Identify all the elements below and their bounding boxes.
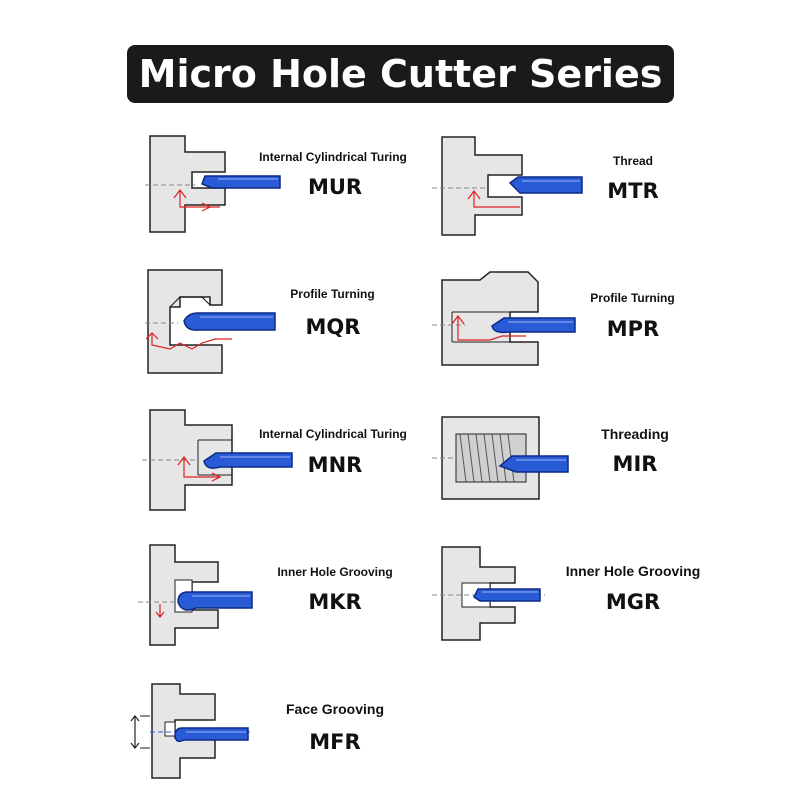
cutter-item-mur: Internal Cylindrical Turing MUR (140, 130, 420, 240)
mnr-diagram (142, 409, 293, 511)
operation-label: Thread (612, 154, 653, 168)
cutter-code: MIR (612, 452, 658, 476)
cutter-item-mpr: Profile Turning MPR (430, 270, 700, 375)
cutter-code: MUR (307, 175, 363, 199)
operation-label: Inner Hole Grooving (277, 565, 393, 579)
cutter-item-mkr: Inner Hole Grooving MKR (130, 540, 410, 650)
operation-label: Profile Turning (290, 287, 375, 301)
mkr-diagram (138, 544, 253, 646)
mur-diagram (145, 135, 281, 233)
mir-diagram (432, 416, 569, 500)
operation-label: Threading (601, 426, 669, 442)
mpr-diagram (432, 271, 576, 366)
cutter-item-mgr: Inner Hole Grooving MGR (430, 545, 720, 645)
cutter-code: MKR (308, 590, 362, 614)
operation-label: Internal Cylindrical Turing (259, 427, 407, 441)
cutter-code: MNR (307, 453, 363, 477)
mfr-diagram (130, 683, 250, 779)
operation-label: Inner Hole Grooving (565, 563, 701, 579)
cutter-code: MFR (309, 730, 361, 754)
mtr-diagram (432, 136, 583, 236)
operation-label: Internal Cylindrical Turing (259, 150, 407, 164)
cutter-item-mtr: Thread MTR (430, 135, 700, 245)
cutter-item-mfr: Face Grooving MFR (120, 680, 410, 785)
cutter-item-mir: Threading MIR (430, 412, 700, 502)
cutter-code: MPR (606, 317, 660, 341)
page-title: Micro Hole Cutter Series (138, 52, 663, 96)
operation-label: Face Grooving (285, 701, 385, 717)
cutter-item-mqr: Profile Turning MQR (140, 265, 420, 380)
mqr-diagram (145, 269, 276, 374)
cutter-item-mnr: Internal Cylindrical Turing MNR (140, 405, 420, 520)
mgr-diagram (432, 546, 545, 641)
cutter-code: MTR (607, 179, 659, 203)
operation-label: Profile Turning (590, 291, 675, 305)
cutter-code: MQR (305, 315, 361, 339)
title-banner: Micro Hole Cutter Series (127, 45, 674, 103)
cutter-code: MGR (605, 590, 661, 614)
